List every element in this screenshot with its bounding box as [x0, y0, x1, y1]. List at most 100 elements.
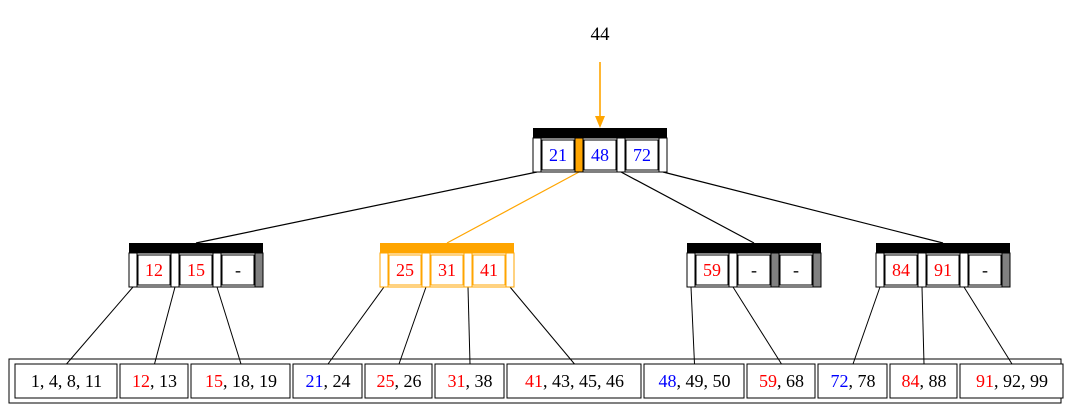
- node-outline: [875, 252, 1011, 288]
- leaf-first-key: 84: [902, 371, 920, 391]
- leaf-first-key: 31: [448, 371, 466, 391]
- leaf-rest-keys: , 78: [849, 371, 876, 391]
- node-pointer-slot: [212, 252, 222, 288]
- leaf-keys: 48, 49, 50: [659, 371, 731, 391]
- leaf-rest-keys: , 26: [395, 371, 422, 391]
- node-pointer-slot: [505, 252, 515, 288]
- internal-edge: [327, 286, 385, 365]
- leaf-node: 59, 68: [746, 363, 816, 399]
- leaf-keys: 31, 38: [448, 371, 493, 391]
- leaf-first-key: 72: [831, 371, 849, 391]
- leaf-box: [506, 363, 642, 399]
- leaf-rest-keys: 1, 4, 8, 11: [31, 371, 102, 391]
- internal-edge: [690, 286, 695, 365]
- node-key: 41: [480, 260, 498, 280]
- leaf-box: [119, 363, 189, 399]
- tree-edges: [66, 62, 1013, 365]
- root-edge: [662, 171, 944, 244]
- leaf-node: 41, 43, 45, 46: [506, 363, 642, 399]
- leaf-box: [817, 363, 888, 399]
- internal-edge: [216, 286, 242, 365]
- node-key: 31: [438, 260, 456, 280]
- leaf-rest-keys: , 49, 50: [677, 371, 731, 391]
- node-key: -: [793, 260, 799, 280]
- node-pointer-slot: [686, 252, 696, 288]
- node-pointer-slot: [812, 252, 822, 288]
- leaf-node: 15, 18, 19: [190, 363, 291, 399]
- node-key: 21: [549, 145, 567, 165]
- node-key-cell: [695, 254, 729, 286]
- leaf-node: 84, 88: [889, 363, 958, 399]
- node-header-bar: [876, 243, 1010, 253]
- leaf-node: 12, 13: [119, 363, 189, 399]
- node-header-bar: [687, 243, 821, 253]
- node-key-cell: [137, 254, 171, 286]
- leaf-keys: 91, 92, 99: [976, 371, 1048, 391]
- node-pointer-slot: [875, 252, 885, 288]
- leaf-rest-keys: , 68: [777, 371, 804, 391]
- leaf-node: 72, 78: [817, 363, 888, 399]
- node-key-cell: [179, 254, 213, 286]
- node-header-bar: [533, 128, 667, 138]
- node-outline: [532, 137, 668, 173]
- leaf-keys: 25, 26: [377, 371, 422, 391]
- node-key: 12: [145, 260, 163, 280]
- node-key: 84: [892, 260, 910, 280]
- node-key: 91: [934, 260, 952, 280]
- node-key-cell: [430, 254, 464, 286]
- node-key-cell: [884, 254, 918, 286]
- internal-node-3: 59--: [686, 243, 822, 288]
- leaf-rest-keys: , 88: [920, 371, 947, 391]
- leaf-node: 91, 92, 99: [959, 363, 1064, 399]
- leaf-keys: 15, 18, 19: [205, 371, 277, 391]
- internal-edge: [852, 286, 881, 365]
- node-pointer-slot: [770, 252, 780, 288]
- node-pointer-slot: [616, 137, 626, 173]
- node-key-cell: [779, 254, 813, 286]
- leaf-box: [889, 363, 958, 399]
- internal-edge: [921, 286, 925, 365]
- node-pointer-slot: [959, 252, 969, 288]
- leaf-rest-keys: , 92, 99: [994, 371, 1048, 391]
- node-key: 15: [187, 260, 205, 280]
- node-key-cell: [472, 254, 506, 286]
- leaf-node: 25, 26: [364, 363, 433, 399]
- node-outline: [686, 252, 822, 288]
- root-edge: [446, 171, 580, 244]
- leaf-node: 21, 24: [292, 363, 363, 399]
- leaf-box: [959, 363, 1064, 399]
- leaf-first-key: 41: [525, 371, 543, 391]
- node-outline: [379, 252, 515, 288]
- leaf-first-key: 12: [132, 371, 150, 391]
- internal-node-2: 25 31 41: [379, 243, 515, 288]
- leaf-node: 31, 38: [434, 363, 505, 399]
- root-edge: [620, 171, 755, 244]
- node-key: 25: [396, 260, 414, 280]
- leaf-box: [643, 363, 745, 399]
- node-key-cell: [968, 254, 1002, 286]
- internal-edge: [66, 286, 134, 365]
- node-pointer-slot: [574, 137, 584, 173]
- leaf-box: [434, 363, 505, 399]
- leaf-keys: 59, 68: [759, 371, 804, 391]
- internal-edge: [732, 286, 782, 365]
- root-edge: [195, 171, 538, 244]
- search-arrow-head: [595, 116, 605, 128]
- leaf-keys: 1, 4, 8, 11: [31, 371, 102, 391]
- leaf-box: [364, 363, 433, 399]
- leaf-box: [292, 363, 363, 399]
- leaf-first-key: 15: [205, 371, 223, 391]
- leaf-keys: 72, 78: [831, 371, 876, 391]
- node-key-cell: [625, 139, 659, 171]
- internal-edge: [509, 286, 575, 365]
- node-pointer-slot: [463, 252, 473, 288]
- leaf-box: [746, 363, 816, 399]
- leaf-first-key: 48: [659, 371, 677, 391]
- node-pointer-slot: [379, 252, 389, 288]
- node-pointer-slot: [728, 252, 738, 288]
- leaf-first-key: 59: [759, 371, 777, 391]
